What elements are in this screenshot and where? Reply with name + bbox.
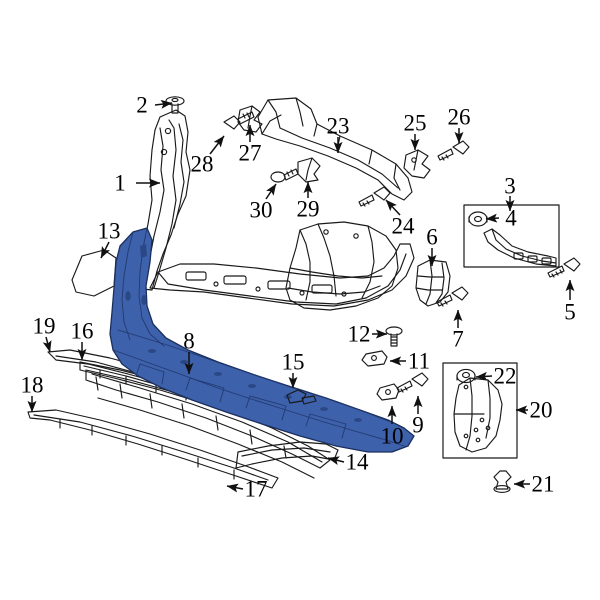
- callout-label-28[interactable]: 28: [190, 151, 214, 177]
- fastener-24-bolt: [358, 186, 391, 207]
- callout-leader-lines: [27, 99, 575, 493]
- callout-label-12[interactable]: 12: [347, 321, 371, 347]
- part-27-bracket: [237, 105, 263, 133]
- part-18-lower-garnish: [27, 409, 279, 489]
- callout-label-26[interactable]: 26: [447, 104, 471, 130]
- callout-label-11[interactable]: 11: [407, 348, 431, 374]
- callout-label-19[interactable]: 19: [32, 313, 56, 339]
- callout-label-10[interactable]: 10: [380, 423, 404, 449]
- fastener-11-clip: [361, 350, 388, 367]
- part-6-impact-bracket: [415, 259, 451, 307]
- fastener-4-grommet: [468, 211, 488, 227]
- callout-label-21[interactable]: 21: [531, 471, 555, 497]
- callout-label-1[interactable]: 1: [114, 170, 126, 196]
- callout-label-17[interactable]: 17: [244, 476, 268, 502]
- callout-label-13[interactable]: 13: [97, 218, 121, 244]
- callout-arrow-19: [42, 336, 52, 353]
- fastener-26-bolt: [437, 140, 470, 161]
- fastener-5-bolt: [547, 257, 581, 278]
- callout-label-7[interactable]: 7: [452, 326, 464, 352]
- callout-label-2[interactable]: 2: [136, 92, 148, 118]
- fastener-30-bolt: [270, 168, 299, 183]
- callout-arrow-22: [475, 371, 493, 381]
- callout-label-24[interactable]: 24: [391, 213, 415, 239]
- part-1-lower-tie-bar: [149, 243, 415, 307]
- callout-label-25[interactable]: 25: [403, 110, 427, 136]
- callout-label-5[interactable]: 5: [564, 299, 576, 325]
- callout-label-18[interactable]: 18: [20, 372, 44, 398]
- fastener-10-clip: [376, 383, 400, 401]
- callout-label-29[interactable]: 29: [296, 196, 320, 222]
- part-20-splash-shield: [453, 377, 503, 453]
- fastener-7-bolt: [436, 286, 469, 307]
- callout-label-6[interactable]: 6: [426, 224, 438, 250]
- callout-label-14[interactable]: 14: [345, 449, 369, 475]
- callout-arrow-28: [209, 135, 225, 155]
- callout-label-4[interactable]: 4: [505, 205, 517, 231]
- fastener-15-rivet: [286, 389, 317, 405]
- fastener-21-push-pin: [493, 470, 512, 493]
- part-29-bracket: [297, 157, 321, 183]
- part-8-rear-bumper-cover-highlight: [109, 227, 415, 453]
- callout-arrow-4: [485, 213, 500, 223]
- part-25-bracket: [403, 149, 431, 179]
- callout-label-30[interactable]: 30: [249, 197, 273, 223]
- callout-label-3[interactable]: 3: [504, 173, 516, 199]
- callout-arrow-24: [385, 199, 401, 216]
- part-3-bracket: [483, 228, 557, 267]
- callout-label-16[interactable]: 16: [70, 318, 94, 344]
- fastener-22-grommet: [456, 368, 476, 384]
- callout-label-9[interactable]: 9: [412, 412, 424, 438]
- callout-label-8[interactable]: 8: [183, 328, 195, 354]
- callout-arrow-13: [100, 241, 110, 259]
- callout-arrow-14: [327, 456, 345, 466]
- fastener-28-bolt: [223, 111, 255, 130]
- part-13-side-panel: [71, 249, 117, 297]
- callout-label-23[interactable]: 23: [326, 113, 350, 139]
- fastener-12-screw: [385, 326, 403, 347]
- callout-arrow-17: [226, 483, 244, 493]
- fastener-9-bolt: [396, 372, 429, 393]
- part-quarter-panel-right: [285, 221, 399, 311]
- callout-label-22[interactable]: 22: [493, 363, 517, 389]
- callout-label-20[interactable]: 20: [529, 397, 553, 423]
- callout-arrow-2: [154, 99, 173, 109]
- callout-arrow-30: [265, 183, 277, 200]
- callout-label-15[interactable]: 15: [281, 349, 305, 375]
- callout-label-27[interactable]: 27: [238, 140, 262, 166]
